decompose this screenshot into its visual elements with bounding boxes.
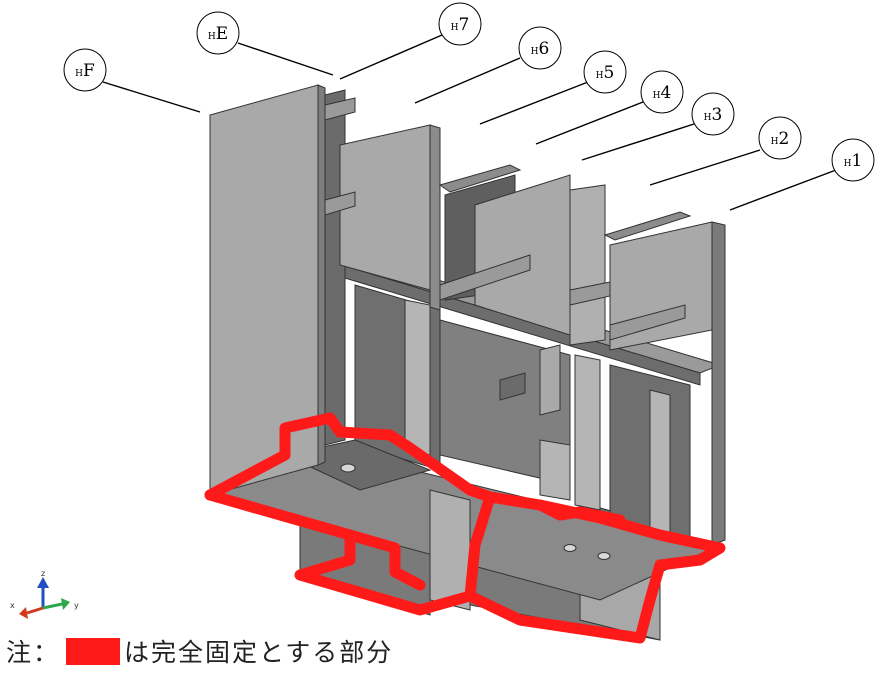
axis-z-label: z	[41, 569, 45, 578]
leader-h4	[535, 101, 644, 145]
compartment-2-block	[539, 344, 561, 416]
wall-hf-face	[209, 84, 319, 496]
svg-text:HE: HE	[208, 24, 228, 44]
axis-triad: z x y	[10, 569, 79, 619]
crossbeam-4	[609, 304, 686, 341]
fixed-edge	[204, 412, 496, 503]
wall-h3-face	[569, 184, 606, 346]
svg-text:HF: HF	[75, 61, 95, 81]
svg-text:H1: H1	[844, 151, 863, 171]
svg-text:H5: H5	[596, 63, 615, 83]
svg-text:H4: H4	[653, 83, 672, 103]
compartment-3-pillar	[649, 389, 671, 541]
compartment-2-block-top	[499, 372, 526, 401]
callout-h5: H5	[583, 50, 627, 94]
axis-z-arrow-icon	[37, 577, 49, 588]
callout-h1: H1	[831, 138, 875, 182]
anchor-hole	[563, 544, 577, 552]
fixed-edge	[534, 499, 626, 526]
callout-hf: HF	[63, 48, 107, 92]
callout-h7: H7	[438, 2, 482, 46]
wall-h2-top	[603, 211, 692, 241]
wall-h7	[324, 89, 346, 446]
compartment-1-pillar	[404, 299, 431, 456]
note-prefix: 注：	[6, 638, 61, 667]
axis-y-label: y	[74, 601, 79, 610]
leader-hf	[102, 81, 201, 113]
callout-h6: H6	[518, 26, 562, 70]
axis-y-arrow-icon	[61, 598, 70, 610]
svg-text:H6: H6	[531, 39, 550, 59]
callout-h4: H4	[640, 70, 684, 114]
crossbeam-3	[439, 254, 531, 301]
structure-model	[208, 84, 726, 641]
callout-h2: H2	[758, 116, 802, 160]
leader-h5	[479, 81, 589, 125]
fixed-color-swatch	[66, 637, 121, 665]
leader-h6	[414, 57, 521, 104]
anchor-hole	[597, 552, 611, 560]
pillar-mid	[574, 354, 601, 511]
crossbeam-5	[569, 281, 611, 306]
leader-h1	[729, 169, 837, 211]
anchor-hole	[340, 463, 356, 473]
leader-lines	[102, 34, 837, 211]
legend-note: 注： は完全固定とする部分	[6, 635, 393, 667]
note-text: は完全固定とする部分	[124, 638, 394, 667]
svg-text:H7: H7	[451, 15, 470, 35]
wall-h1	[711, 221, 726, 546]
pillar-low	[539, 439, 571, 501]
svg-text:H2: H2	[771, 129, 790, 149]
wall-h6-face	[339, 124, 431, 291]
fixed-boundary	[204, 412, 726, 644]
axis-x-arrow-icon	[19, 607, 28, 619]
axis-y-line	[42, 602, 63, 610]
wall-hf-edge	[317, 84, 326, 466]
fixed-edge	[344, 529, 426, 591]
axis-x-label: x	[10, 601, 15, 610]
leader-h2	[649, 149, 761, 186]
axis-x-line	[26, 606, 44, 615]
leader-h7	[339, 34, 443, 80]
svg-text:H3: H3	[704, 105, 723, 125]
callout-he: HE	[196, 11, 240, 55]
wall-h5-top	[438, 164, 522, 193]
callout-h3: H3	[691, 92, 735, 136]
leader-he	[237, 42, 334, 76]
leader-h3	[581, 123, 695, 161]
front-lower-wall	[429, 489, 471, 611]
